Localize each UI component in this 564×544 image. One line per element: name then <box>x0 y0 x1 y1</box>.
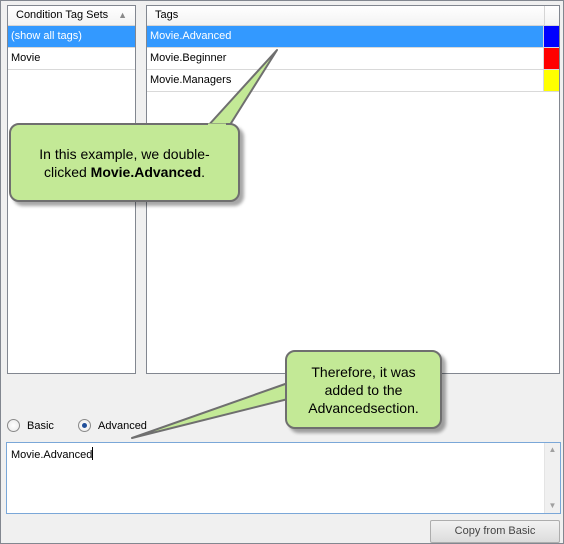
basic-radio-label: Basic <box>27 419 54 432</box>
callout-1-line2: clicked Movie.Advanced. <box>21 163 228 181</box>
callout-2-word-b: section. <box>370 400 419 416</box>
radio-checked-icon[interactable] <box>78 419 91 432</box>
callout-1-prefix: clicked <box>43 164 91 180</box>
tag-item-label: Movie.Beginner <box>150 52 227 64</box>
callout-2-line1: Therefore, it was <box>311 364 416 380</box>
column-divider <box>544 6 545 25</box>
condition-expression-text[interactable]: Movie.Advanced <box>11 447 94 461</box>
tag-set-item-label: (show all tags) <box>11 30 82 42</box>
callout-double-click-note: In this example, we double- clicked Movi… <box>9 123 240 202</box>
tags-header-label: Tags <box>155 9 179 21</box>
condition-expression-value: Movie.Advanced <box>11 449 93 461</box>
callout-1-bold: Movie.Advanced <box>90 164 202 180</box>
advanced-radio-label: Advanced <box>98 419 147 432</box>
tag-set-item-movie[interactable]: Movie <box>8 48 135 70</box>
tag-color-swatch[interactable] <box>543 70 559 91</box>
scroll-down-arrow-icon[interactable]: ▼ <box>548 501 557 510</box>
callout-1-line1: In this example, we double- <box>39 146 210 162</box>
text-caret <box>92 447 94 460</box>
tag-item-movie-beginner[interactable]: Movie.Beginner <box>147 48 559 70</box>
tags-header[interactable]: Tags <box>147 6 559 26</box>
tag-item-label: Movie.Advanced <box>150 30 232 42</box>
tag-item-movie-managers[interactable]: Movie.Managers <box>147 70 559 92</box>
tag-item-movie-advanced[interactable]: Movie.Advanced <box>147 26 559 48</box>
sort-ascending-icon: ▲ <box>118 10 127 20</box>
tag-item-label: Movie.Managers <box>150 74 232 86</box>
tag-color-swatch[interactable] <box>543 48 559 69</box>
scroll-up-arrow-icon[interactable]: ▲ <box>548 445 557 454</box>
callout-2-line2: added to the <box>324 382 403 398</box>
copy-from-basic-button[interactable]: Copy from Basic <box>430 520 560 543</box>
callout-added-note: Therefore, it was added to the Advanceds… <box>285 350 442 429</box>
callout-1-suffix: . <box>201 164 206 180</box>
tag-set-item-show-all[interactable]: (show all tags) <box>8 26 135 48</box>
condition-tag-sets-header[interactable]: Condition Tag Sets ▲ <box>8 6 135 26</box>
tag-set-item-label: Movie <box>11 52 41 64</box>
callout-2-word-a: Advanced <box>308 400 371 416</box>
radio-unchecked-icon[interactable] <box>7 419 20 432</box>
vertical-scrollbar[interactable]: ▲ ▼ <box>544 443 560 513</box>
callout-2-line3: Advancedsection. <box>293 399 434 417</box>
tag-color-swatch[interactable] <box>543 26 559 47</box>
basic-radio[interactable]: Basic <box>7 419 54 432</box>
condition-tag-sets-header-label: Condition Tag Sets <box>16 9 109 21</box>
condition-expression-input[interactable]: Movie.Advanced ▲ ▼ <box>6 442 561 514</box>
advanced-radio[interactable]: Advanced <box>78 419 147 432</box>
